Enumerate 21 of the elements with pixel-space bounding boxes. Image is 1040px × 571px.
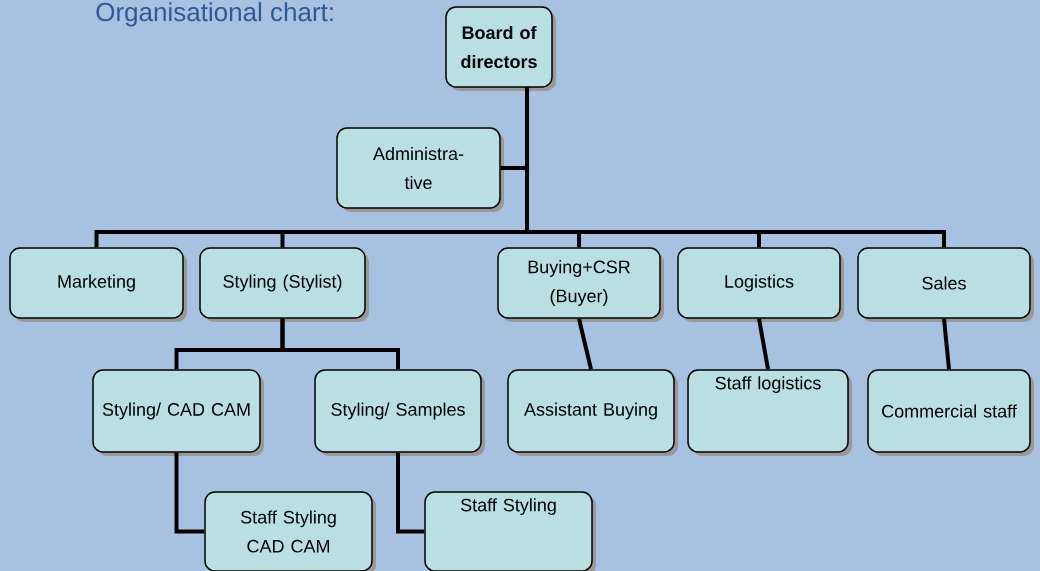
org-box: Assistant Buying: [507, 369, 678, 456]
org-box: Commercial staff: [867, 369, 1034, 456]
connector-line: [280, 318, 400, 370]
connector-line: [174, 452, 205, 534]
org-box: Buying+CSR (Buyer): [497, 247, 664, 322]
org-box: Marketing: [9, 247, 187, 322]
org-box: Logistics: [677, 247, 844, 322]
org-box: Styling/ CAD CAM: [92, 369, 264, 456]
org-box: Styling/ Samples: [314, 369, 485, 456]
connector-line: [757, 318, 770, 370]
org-box: Staff Styling: [424, 491, 596, 571]
org-box: Styling (Stylist): [199, 247, 369, 322]
connector-line: [577, 318, 593, 370]
connector-line: [396, 452, 425, 534]
org-box: Sales: [857, 247, 1034, 322]
org-box: Staff logistics: [687, 369, 852, 456]
org-box: Administra- tive: [336, 127, 504, 212]
org-box: Board of directors: [445, 6, 556, 91]
connector-line: [942, 318, 951, 370]
title: Organisational chart:: [96, 2, 333, 27]
org-box: Staff Styling CAD CAM: [204, 491, 376, 571]
